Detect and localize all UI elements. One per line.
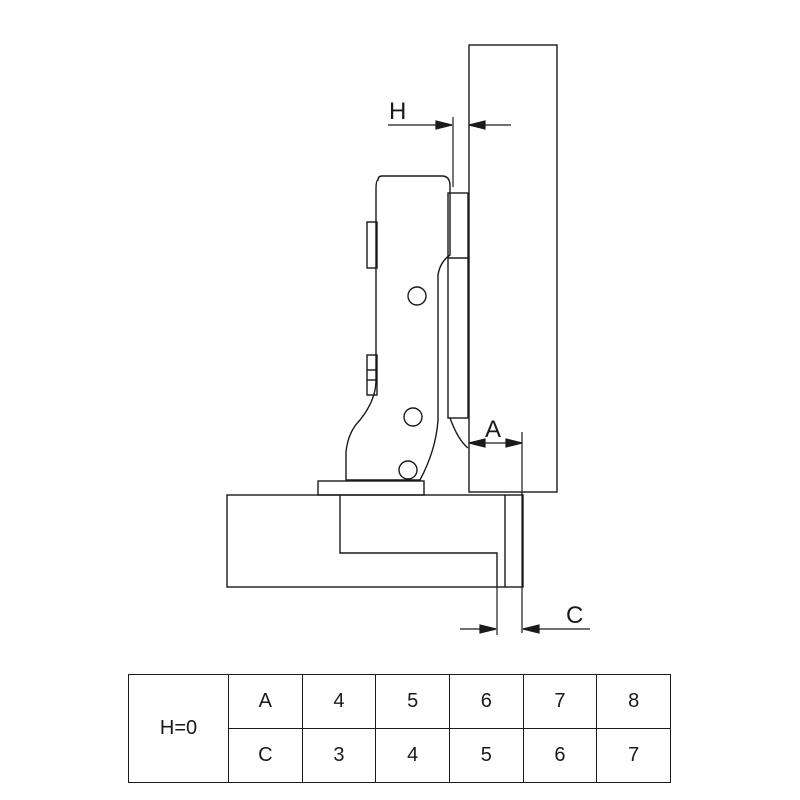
- table-cell: 4: [375, 728, 450, 783]
- table-cell: 6: [448, 674, 524, 729]
- mounting-base-notch: [449, 417, 469, 449]
- dimension-h: [388, 117, 511, 187]
- spec-table: H=0 A 4 5 6 7 8 C 3 4 5 6 7: [128, 674, 671, 783]
- hinge-plate: [317, 480, 425, 496]
- table-cell: 7: [596, 728, 671, 783]
- table-cell: 3: [301, 728, 377, 783]
- table-cell: 4: [301, 674, 377, 729]
- door-panel: [226, 494, 524, 588]
- dimension-c-label: C: [566, 602, 584, 629]
- hinge-cup-recess: [339, 495, 506, 587]
- table-cell: 5: [448, 728, 524, 783]
- table-row: C 3 4 5 6 7: [129, 728, 671, 783]
- dimension-h-label: H: [389, 98, 407, 125]
- table-cell: 8: [596, 674, 671, 729]
- condition-cell: H=0: [128, 674, 229, 783]
- table-row: H=0 A 4 5 6 7 8: [128, 674, 671, 783]
- adjust-tab-bottom: [366, 354, 378, 396]
- table-cell: 5: [375, 674, 450, 729]
- row-label: C: [228, 728, 303, 783]
- hinge-arm: [345, 175, 451, 481]
- pivot-hole-middle: [403, 407, 423, 427]
- mounting-base: [447, 192, 469, 419]
- pivot-hole-top: [407, 286, 427, 306]
- row-label: A: [228, 674, 303, 729]
- table-cell: 6: [522, 728, 598, 783]
- adjust-tab-top: [366, 221, 378, 269]
- dimension-a: [468, 432, 523, 633]
- table-cell: 7: [522, 674, 598, 729]
- dimension-c: [460, 587, 590, 635]
- dimension-a-label: A: [485, 416, 502, 443]
- pivot-hole-bottom: [398, 460, 418, 480]
- side-panel: [468, 44, 558, 493]
